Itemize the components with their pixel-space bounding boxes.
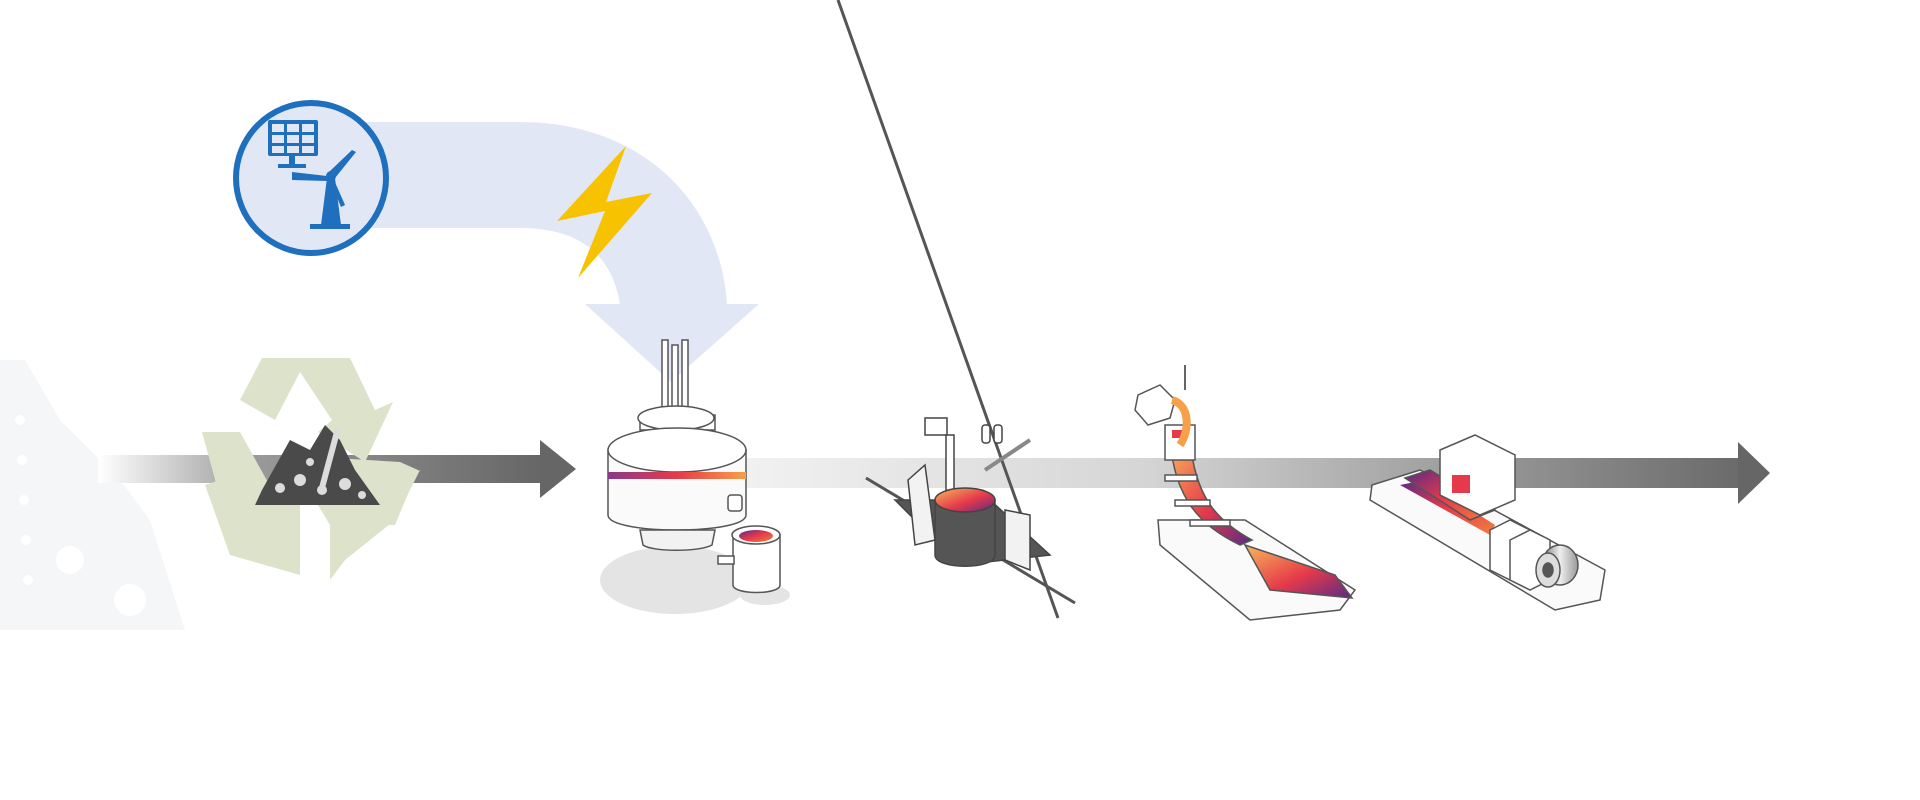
electric-arc-furnace-icon	[600, 339, 790, 614]
ladle-car-icon	[836, 0, 1076, 619]
rolling-mill-icon	[1369, 434, 1606, 611]
renewable-energy-icon	[233, 100, 389, 256]
faded-scrap-source-icon	[0, 360, 185, 630]
solar-panel-icon	[268, 120, 318, 168]
steel-coil-icon	[1535, 544, 1579, 588]
ladle-icon	[717, 525, 790, 605]
recycling-scrap-icon	[202, 358, 420, 580]
continuous-caster-icon	[1134, 365, 1357, 621]
process-flow-arrow	[735, 442, 1770, 504]
wind-turbine-icon	[292, 150, 356, 229]
energy-flow-arrow	[360, 122, 759, 382]
lightning-bolt-icon	[557, 146, 652, 278]
